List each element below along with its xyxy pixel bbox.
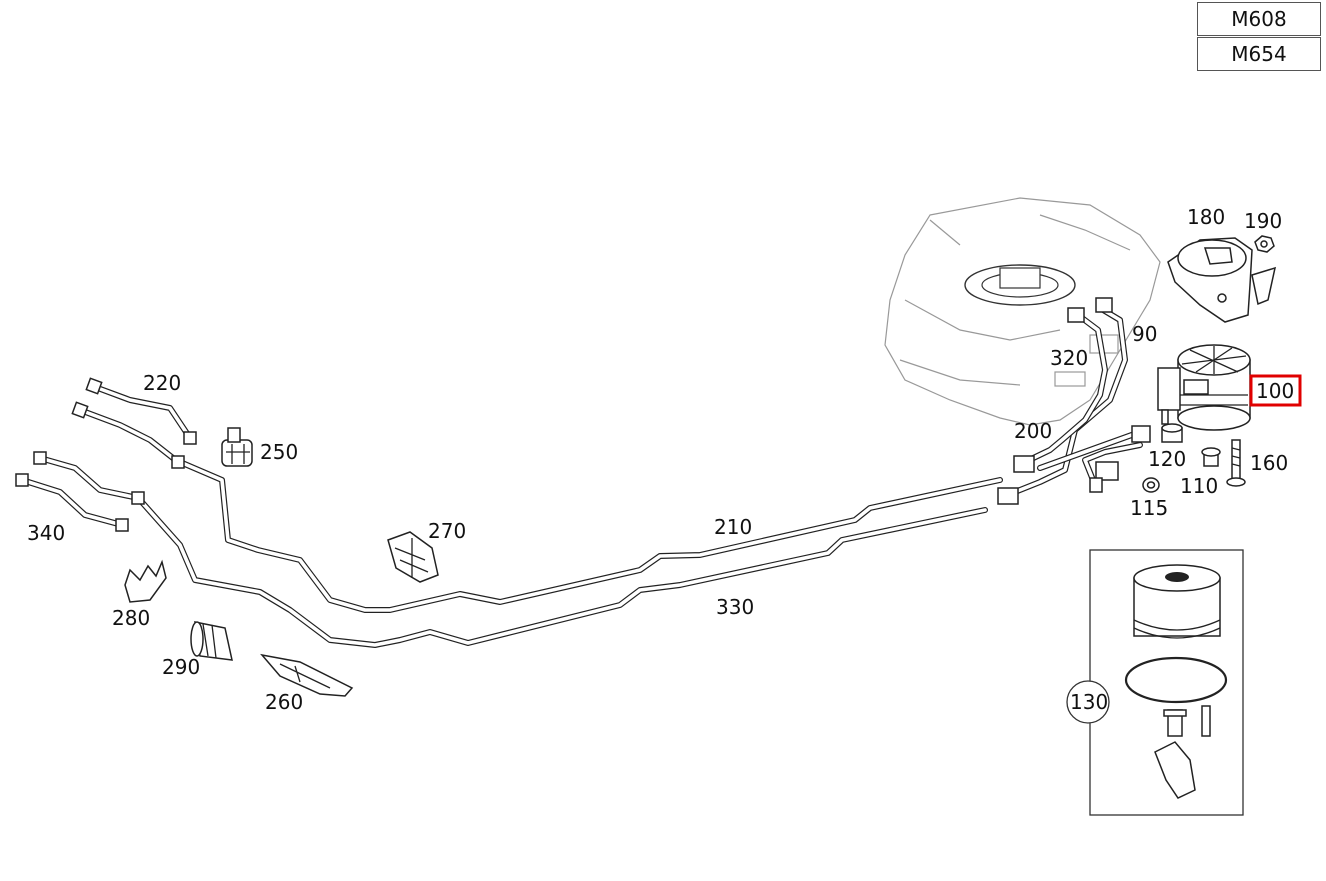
engine-code-m654: M654 <box>1197 37 1321 71</box>
label-130-circle <box>1066 680 1110 724</box>
sleeve-290 <box>190 621 233 661</box>
washer-115 <box>1142 477 1160 493</box>
fuel-line-200 <box>997 297 1151 505</box>
label-320: 320 <box>1050 346 1088 370</box>
label-280: 280 <box>112 606 150 630</box>
label-130: 130 <box>1070 690 1108 714</box>
fuel-filter-100 <box>1157 344 1251 431</box>
label-340: 340 <box>27 521 65 545</box>
cover-260 <box>260 653 354 697</box>
hose-220 <box>71 377 197 469</box>
fuel-line-330 <box>137 497 988 648</box>
bolt-160 <box>1226 439 1246 487</box>
hose-340 <box>15 451 145 532</box>
holder-270 <box>387 531 439 583</box>
clip-250 <box>221 427 253 467</box>
bolt-110 <box>1201 447 1221 467</box>
bracket-180 <box>1167 237 1277 323</box>
filter-kit-130 <box>1089 549 1244 816</box>
fuel-line-210 <box>177 459 1003 613</box>
fuel-tank-illustration <box>884 197 1161 426</box>
label-220: 220 <box>143 371 181 395</box>
engine-code-m608: M608 <box>1197 2 1321 36</box>
label-120: 120 <box>1148 447 1186 471</box>
label-190: 190 <box>1244 209 1282 233</box>
label-180: 180 <box>1187 205 1225 229</box>
label-260: 260 <box>265 690 303 714</box>
label-250: 250 <box>260 440 298 464</box>
clip-280 <box>124 559 167 603</box>
highlight-box-100 <box>1249 374 1302 407</box>
label-160: 160 <box>1250 451 1288 475</box>
label-90: 90 <box>1132 322 1157 346</box>
label-330: 330 <box>716 595 754 619</box>
label-100[interactable]: 100 <box>1256 379 1294 403</box>
label-110: 110 <box>1180 474 1218 498</box>
label-210: 210 <box>714 515 752 539</box>
nut-190 <box>1254 235 1275 253</box>
spacer-120 <box>1161 423 1183 443</box>
label-290: 290 <box>162 655 200 679</box>
label-200: 200 <box>1014 419 1052 443</box>
label-270: 270 <box>428 519 466 543</box>
label-115: 115 <box>1130 496 1168 520</box>
